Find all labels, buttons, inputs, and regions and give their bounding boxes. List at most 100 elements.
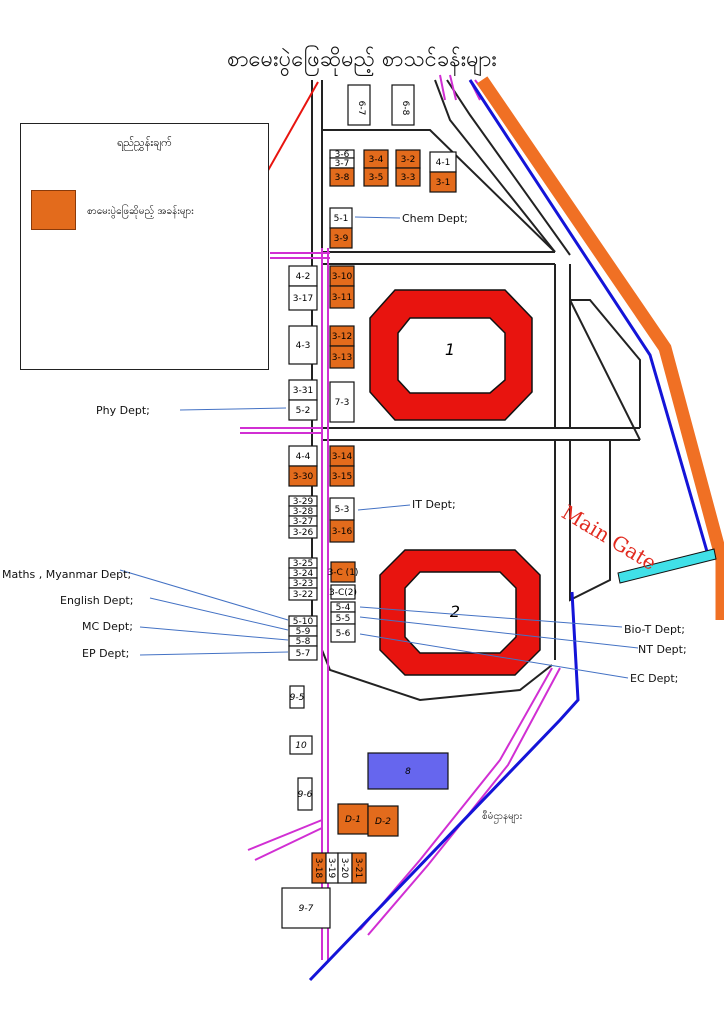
building [329, 227, 353, 249]
footpath [367, 667, 561, 936]
road-segment [569, 440, 611, 602]
building [288, 285, 318, 311]
road-segment [569, 299, 641, 441]
building [330, 561, 356, 583]
building [329, 345, 355, 369]
building [391, 84, 415, 126]
legend-exam-label: စာမေးပွဲဖြေဆိုမည့် အခန်းများ [87, 206, 194, 217]
building-label: 3-27 [293, 517, 313, 527]
building [288, 645, 318, 661]
label-mc-dept: MC Dept; [82, 620, 133, 633]
building-label: 3-13 [332, 353, 352, 363]
building-label: 5-8 [296, 637, 311, 647]
building-label: 3-4 [369, 155, 384, 165]
legend-exam-swatch [31, 190, 76, 230]
footpath [449, 74, 457, 101]
building-label: 9-6 [298, 790, 313, 800]
building-label: 7-3 [335, 398, 350, 408]
building-label: 5-7 [296, 649, 311, 659]
building [395, 167, 421, 187]
building-label: 3-24 [293, 569, 314, 579]
building [429, 171, 457, 193]
building [351, 852, 367, 884]
building-label: 3-6 [335, 150, 350, 160]
building [367, 805, 399, 837]
label-phy-dept: Phy Dept; [96, 404, 150, 417]
building-label: 5-10 [293, 617, 314, 627]
pointer-arrow [139, 651, 289, 656]
label-admin-offices: စီမံဌာနများ [482, 811, 523, 822]
building-label: 3-3 [401, 173, 416, 183]
pointer-arrow [359, 633, 629, 679]
label-ec-dept: EC Dept; [630, 672, 679, 685]
building [289, 735, 313, 755]
building-label: 6-8 [400, 101, 410, 116]
building [288, 587, 318, 601]
building-label: 3-31 [293, 386, 313, 396]
stadium-field [404, 571, 517, 654]
building-label: D-1 [345, 815, 361, 825]
building-label: 3-C (1) [328, 568, 359, 578]
building [330, 623, 356, 643]
road-segment [570, 299, 641, 428]
building [330, 584, 356, 600]
building [329, 381, 355, 423]
footpath [359, 667, 553, 931]
building-label: 3-7 [335, 159, 350, 169]
building-label: 3-14 [332, 452, 353, 462]
label-ep-dept: EP Dept; [82, 647, 130, 660]
footpath [254, 827, 323, 861]
pointer-arrow [149, 597, 289, 631]
building-label: 3-12 [332, 332, 352, 342]
building-label: 5-1 [334, 214, 349, 224]
pointer-arrow [359, 606, 623, 628]
building-label: 4-3 [296, 341, 311, 351]
footpath [247, 819, 323, 851]
building-label: 3-26 [293, 528, 314, 538]
label-it-dept: IT Dept; [412, 498, 456, 511]
building-label: D-2 [375, 817, 391, 827]
legend-title: ရည်ညွှန်းချက် [117, 136, 172, 149]
pointer-arrow [359, 616, 639, 649]
label-english-dept: English Dept; [60, 594, 134, 607]
building [329, 465, 355, 487]
building-label: 3-1 [436, 178, 451, 188]
building [297, 777, 313, 811]
pointer-arrow [179, 407, 287, 411]
building-label: 3-23 [293, 579, 313, 589]
building-label: 3-9 [334, 234, 349, 244]
building [363, 167, 389, 187]
building [367, 752, 449, 790]
stadium-label: 2 [450, 602, 460, 621]
building [329, 519, 355, 543]
label-maths-myanmar-dept: Maths , Myanmar Dept; [2, 568, 132, 581]
building-label: 3-16 [332, 527, 353, 537]
building-label: 5-5 [336, 614, 351, 624]
fence-orange [476, 76, 724, 620]
building-label: 5-9 [296, 627, 311, 637]
legend-box: ရည်ညွှန်းချက် စာမေးပွဲဖြေဆိုမည့် အခန်းမျ… [20, 123, 269, 370]
stadium-field [397, 317, 506, 394]
building-label: 10 [295, 741, 307, 751]
pointer-arrow [139, 626, 289, 641]
building-label: 3-2 [401, 155, 416, 165]
building-label: 9-7 [299, 904, 314, 914]
building [329, 167, 355, 187]
building [288, 325, 318, 365]
building-label: 3-18 [313, 858, 323, 879]
building-label: 3-20 [339, 858, 349, 879]
pointer-arrow [119, 569, 289, 621]
building-label: 8 [405, 767, 411, 777]
fence-blue [468, 79, 710, 556]
building-label: 3-25 [293, 559, 313, 569]
building-label: 4-4 [296, 452, 311, 462]
pointer-arrow [357, 504, 411, 511]
fence-blue-lower [308, 591, 580, 982]
building-label: 3-C(2) [329, 588, 357, 598]
building [347, 84, 371, 126]
building-label: 3-11 [332, 293, 352, 303]
building-label: 3-22 [293, 590, 313, 600]
building-label: 3-8 [335, 173, 350, 183]
